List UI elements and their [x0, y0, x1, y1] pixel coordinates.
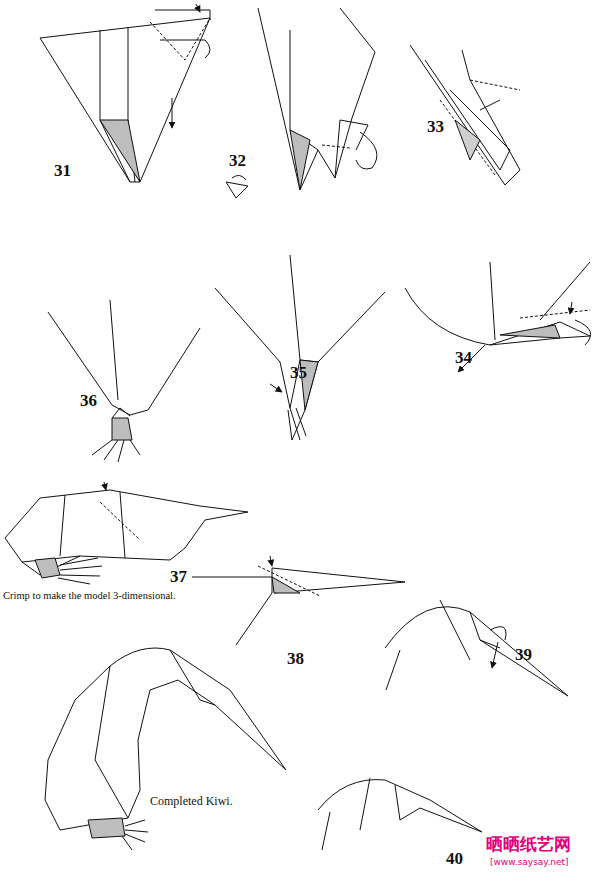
watermark-url: [www.saysay.net] [490, 858, 569, 868]
instruction-note: Crimp to make the model 3-dimensional. [3, 590, 176, 602]
step-number: 39 [515, 646, 532, 665]
step-number: 31 [54, 162, 71, 181]
step-number: 36 [80, 392, 97, 411]
step-38-figure [192, 556, 405, 645]
watermark: 晒晒纸艺网 [486, 835, 571, 854]
step-number: 35 [290, 364, 307, 383]
step-40-figure [318, 778, 482, 850]
final-caption: Completed Kiwi. [150, 795, 233, 808]
completed-kiwi-figure [45, 648, 286, 850]
step-number: 40 [446, 850, 463, 869]
step-37-figure [5, 482, 248, 584]
step-34-figure [405, 262, 591, 372]
step-35-figure [215, 255, 385, 440]
step-31-figure [40, 4, 210, 182]
step-32-figure [226, 8, 377, 198]
step-number: 37 [170, 568, 187, 587]
step-number: 38 [287, 650, 304, 669]
step-number: 32 [229, 152, 246, 171]
step-36-figure [48, 300, 200, 462]
step-33-figure [410, 45, 520, 185]
step-39-figure [385, 600, 568, 696]
step-number: 34 [455, 349, 472, 368]
step-number: 33 [427, 118, 444, 137]
